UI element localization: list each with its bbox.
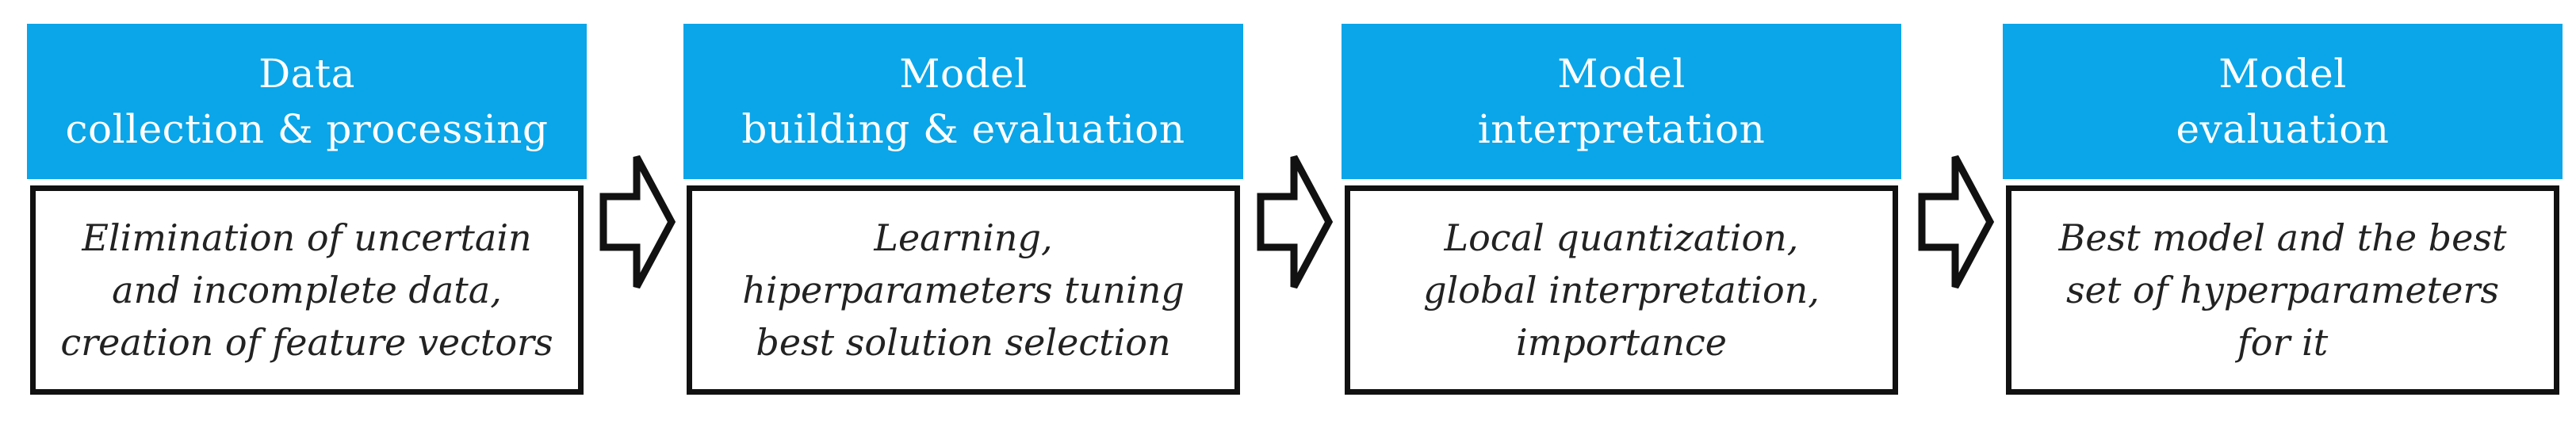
step-model-building: Model building & evaluation Learning, hi… [683, 24, 1243, 395]
step-title-line: building & evaluation [741, 106, 1185, 152]
step-header: Data collection & processing [27, 24, 587, 179]
right-arrow-icon [599, 155, 676, 289]
step-title-line: Model [2218, 51, 2347, 97]
step-description-line: Best model and the best [2058, 216, 2507, 259]
step-header: Model evaluation [2003, 24, 2563, 179]
step-model-interpretation: Model interpretation Local quantization,… [1342, 24, 1901, 395]
right-arrow-icon [1918, 155, 1995, 289]
step-header: Model interpretation [1342, 24, 1901, 179]
step-description-line: creation of feature vectors [60, 321, 553, 364]
step-title-line: collection & processing [65, 106, 549, 152]
step-data-collection: Data collection & processing Elimination… [27, 24, 587, 395]
step-title-line: interpretation [1477, 106, 1766, 152]
step-description-line: global interpretation, [1423, 269, 1820, 311]
step-description-box: Local quantization, global interpretatio… [1345, 185, 1898, 395]
step-title-line: Data [258, 51, 355, 97]
step-description-line: set of hyperparameters [2066, 269, 2499, 311]
step-description-line: and incomplete data, [112, 269, 502, 311]
step-description-line: best solution selection [756, 321, 1171, 364]
step-description-box: Best model and the best set of hyperpara… [2006, 185, 2559, 395]
step-model-evaluation: Model evaluation Best model and the best… [2003, 24, 2563, 395]
step-header: Model building & evaluation [683, 24, 1243, 179]
step-title-line: Model [899, 51, 1028, 97]
step-description-box: Elimination of uncertain and incomplete … [30, 185, 584, 395]
step-description-box: Learning, hiperparameters tuning best so… [687, 185, 1240, 395]
step-description-line: Elimination of uncertain [82, 216, 532, 259]
step-title-line: Model [1557, 51, 1686, 97]
step-description-line: Local quantization, [1444, 216, 1799, 259]
step-description-line: for it [2237, 321, 2329, 364]
step-description-line: importance [1516, 321, 1727, 364]
right-arrow-icon [1257, 155, 1334, 289]
step-description-line: hiperparameters tuning [742, 269, 1185, 311]
step-description-line: Learning, [874, 216, 1053, 259]
step-title-line: evaluation [2176, 106, 2390, 152]
